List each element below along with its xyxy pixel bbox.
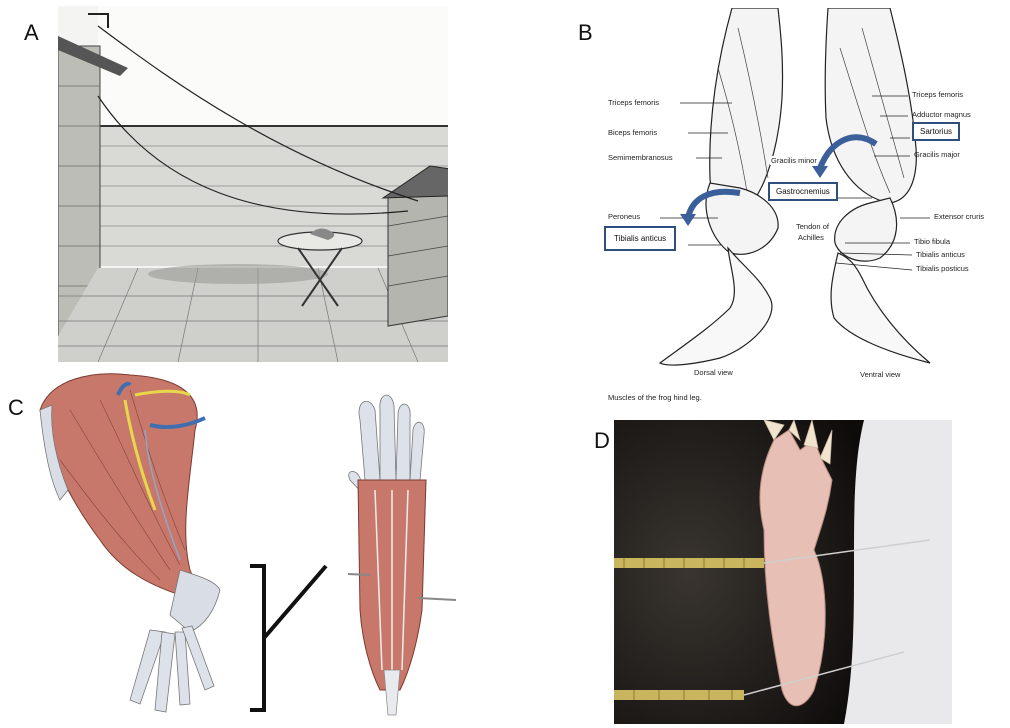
label-semimembranosus: Semimembranosus	[608, 153, 673, 162]
label-tibialis-posticus: Tibialis posticus	[916, 264, 969, 273]
label-gracilis-minor: Gracilis minor	[770, 156, 818, 165]
label-achilles: Achilles	[798, 233, 824, 242]
label-peroneus: Peroneus	[608, 212, 640, 221]
label-tibio-fibula: Tibio fibula	[914, 237, 950, 246]
label-extensor-cruris: Extensor cruris	[934, 212, 984, 221]
label-ventral-view: Ventral view	[860, 370, 900, 379]
panel-c-letter: C	[8, 395, 24, 421]
label-triceps-femoris-right: Triceps femoris	[912, 90, 963, 99]
panel-c-anatomy	[30, 370, 500, 725]
label-tibialis-anticus-right: Tibialis anticus	[916, 250, 965, 259]
label-tendon-of: Tendon of	[796, 222, 829, 231]
boxed-label-sartorius: Sartorius	[912, 122, 960, 141]
label-dorsal-view: Dorsal view	[694, 368, 733, 377]
panel-b-letter: B	[578, 20, 593, 46]
figure-caption: Muscles of the frog hind leg.	[608, 393, 702, 402]
panel-b-diagram: Triceps femoris Biceps femoris Semimembr…	[600, 8, 1005, 403]
label-biceps-femoris: Biceps femoris	[608, 128, 657, 137]
label-adductor-magnus: Adductor magnus	[912, 110, 971, 119]
panel-d-letter: D	[594, 428, 610, 454]
label-gracilis-major: Gracilis major	[914, 150, 960, 159]
label-triceps-femoris-left: Triceps femoris	[608, 98, 659, 107]
panel-a-letter: A	[24, 20, 39, 46]
panel-d-photo	[614, 420, 952, 724]
boxed-label-tibialis-anticus: Tibialis anticus	[604, 226, 676, 251]
panel-a-engraving	[58, 6, 448, 362]
boxed-label-gastrocnemius: Gastrocnemius	[768, 182, 838, 201]
